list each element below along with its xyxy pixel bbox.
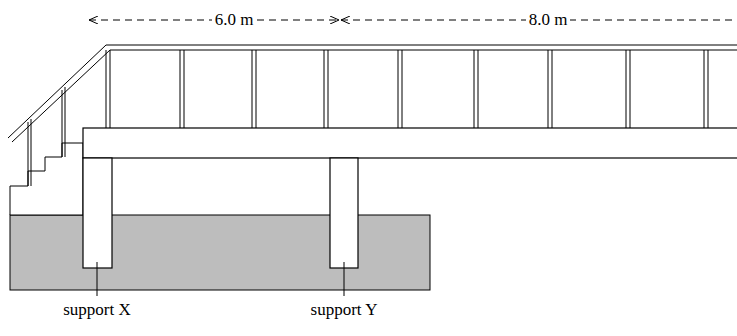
railing-post: [110, 50, 111, 128]
railing-post: [180, 50, 181, 128]
part-label: support Y: [308, 300, 381, 320]
railing-post: [106, 50, 107, 128]
dimension-line: [89, 20, 735, 21]
railing-post: [552, 50, 553, 128]
ground: [10, 215, 430, 290]
deck: [83, 128, 737, 158]
railing-post: [474, 50, 475, 128]
railing-post: [398, 50, 399, 128]
railing-post: [252, 50, 253, 128]
railing-post: [708, 50, 709, 128]
railing-post: [630, 50, 631, 128]
railing-post: [402, 50, 403, 128]
steps: [10, 143, 83, 215]
leader-line: [97, 262, 344, 296]
part-label: support X: [60, 300, 134, 320]
support-x: [83, 158, 112, 268]
railing-post: [548, 50, 549, 128]
dimension-label: 6.0 m: [212, 10, 257, 30]
railing-posts: [106, 50, 708, 128]
railing-post: [328, 50, 329, 128]
railing-post: [626, 50, 627, 128]
railing-post: [184, 50, 185, 128]
dimension-label: 8.0 m: [526, 10, 571, 30]
railing-post: [478, 50, 479, 128]
railing-post: [324, 50, 325, 128]
railing-post: [704, 50, 705, 128]
support-y: [330, 158, 358, 268]
railing: [8, 45, 737, 186]
railing-post: [256, 50, 257, 128]
